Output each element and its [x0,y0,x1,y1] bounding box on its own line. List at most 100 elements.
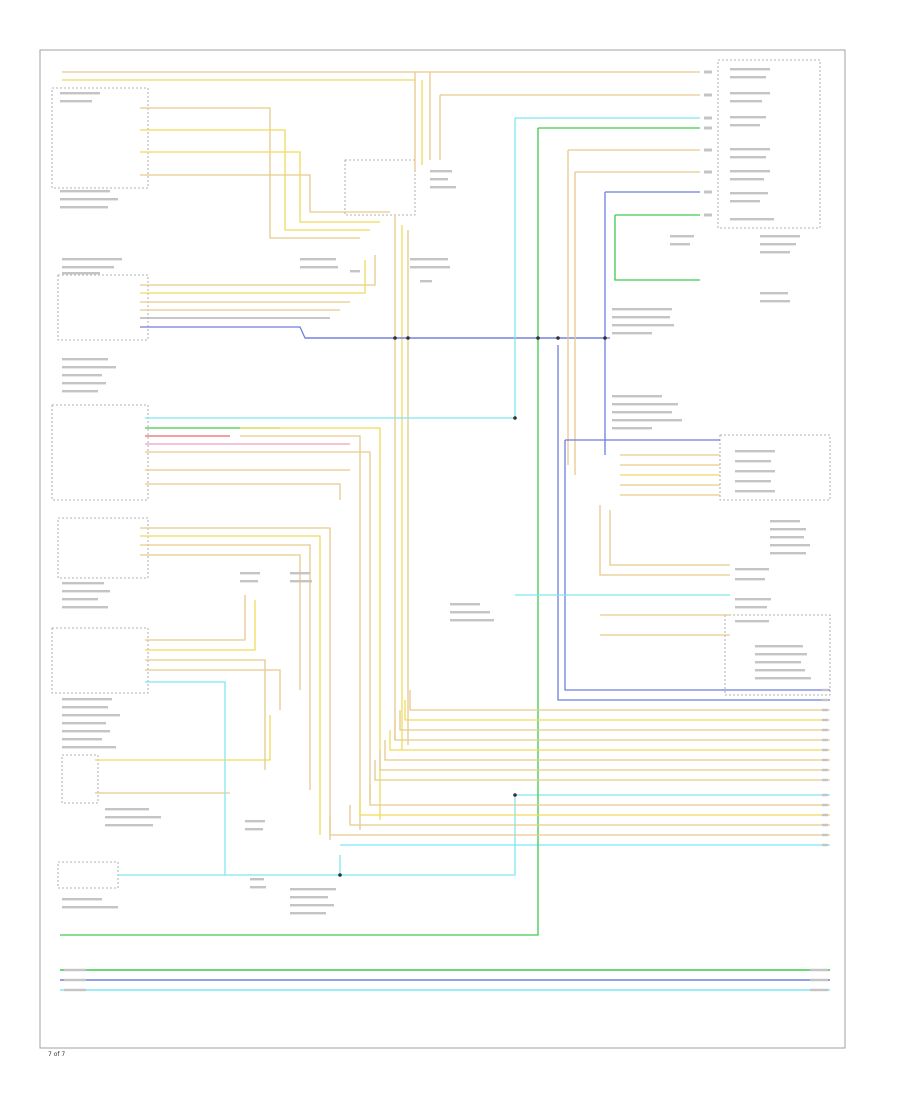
splice-dot-2 [513,793,517,797]
label-bar-62 [735,480,771,483]
pin-mark-bottom-left-3 [64,988,86,992]
pin-mark-edge-2 [822,698,828,702]
label-bar-61 [735,470,775,473]
label-bar-80 [450,611,490,614]
label-bar-15 [62,590,110,593]
label-bar-32 [730,92,770,95]
label-bar-82 [290,888,336,891]
wire-cyan-low-1 [118,795,516,876]
label-bar-73 [735,620,769,623]
label-bar-43 [670,235,694,238]
wire-rv-4 [557,345,830,701]
wire-layer [60,71,830,991]
pin-mark-bottom-right-1 [810,968,828,972]
pin-mark-right-1 [704,70,712,74]
label-bar-65 [770,528,806,531]
wire-ul-1 [140,107,360,239]
wire-right-bundle-4 [394,720,830,741]
wire-m3-2 [140,535,321,835]
wire-m4-3 [145,659,266,770]
wire-right-bundle-3 [399,710,830,731]
wire-m3-3 [140,544,311,790]
pin-mark-bottom-left-1 [64,968,86,972]
wire-right-bundle-2 [404,700,830,721]
label-bar-16 [62,598,98,601]
pin-mark-edge-16 [822,843,828,847]
wire-m3-4 [140,554,301,690]
wire-ul-4 [140,174,390,213]
wire-rv-5 [564,440,830,691]
left-module-box-1 [57,274,149,341]
pin-mark-right-7 [704,190,712,194]
label-layer [60,68,828,992]
label-bar-19 [62,706,108,709]
wire-right-bundle-1 [409,690,830,711]
label-bar-83 [290,896,328,899]
label-bar-14 [62,582,104,585]
label-bar-39 [730,178,764,181]
label-bar-26 [105,816,161,819]
label-bar-49 [760,300,790,303]
pin-mark-edge-12 [822,803,828,807]
wire-m3-1 [140,527,331,840]
splice-dot-1 [513,416,517,420]
pin-mark-edge-7 [822,748,828,752]
wire-right-bundle-11 [349,805,830,826]
label-bar-67 [770,544,810,547]
left-module-box-4 [51,627,149,694]
label-bar-76 [755,661,801,664]
pin-mark-edge-6 [822,738,828,742]
component-boxes [51,59,831,889]
label-bar-84 [290,904,334,907]
diagram-frame [39,49,846,1049]
label-bar-28 [62,898,102,901]
label-bar-5 [60,206,108,209]
label-bar-54 [612,395,662,398]
left-module-box-3 [57,517,149,579]
wire-m4-5 [145,681,226,875]
label-bar-17 [62,606,108,609]
wire-m4-1 [145,595,246,641]
wire-m1-2 [140,260,366,294]
wire-right-bundle-7 [379,750,830,771]
label-bar-60 [735,460,771,463]
label-bar-90 [240,572,260,575]
label-bar-25 [105,808,149,811]
wire-m1-6 [140,326,605,339]
label-bar-55 [612,403,678,406]
label-bar-70 [735,578,765,581]
pin-mark-bottom-right-2 [810,978,828,982]
left-sensor-box [61,754,99,804]
label-bar-71 [735,598,771,601]
page-label: 7 of 7 [48,1051,65,1058]
label-bar-96 [430,186,456,189]
label-bar-33 [730,100,762,103]
label-bar-92 [290,572,310,575]
label-bar-40 [730,192,768,195]
label-bar-93 [290,580,312,583]
label-bar-74 [755,645,803,648]
pin-mark-bottom-left-2 [64,978,86,982]
label-bar-6 [62,258,122,261]
label-bar-72 [735,606,767,609]
splice-dot-4 [536,336,540,340]
label-bar-23 [62,738,102,741]
pin-mark-edge-9 [822,768,828,772]
label-bar-64 [770,520,800,523]
label-bar-85 [290,912,326,915]
label-bar-52 [612,324,674,327]
left-upper-connector-box [51,87,149,189]
wire-right-bundle-12 [329,815,830,836]
label-bar-10 [62,366,116,369]
pin-mark-right-4 [704,126,712,130]
label-bar-81 [450,619,494,622]
label-bar-59 [735,450,775,453]
label-bar-77 [755,669,805,672]
wire-ul-3 [140,151,380,223]
splice-dot-7 [393,336,397,340]
label-bar-56 [612,411,672,414]
label-bar-78 [755,677,811,680]
label-bar-3 [60,190,110,193]
